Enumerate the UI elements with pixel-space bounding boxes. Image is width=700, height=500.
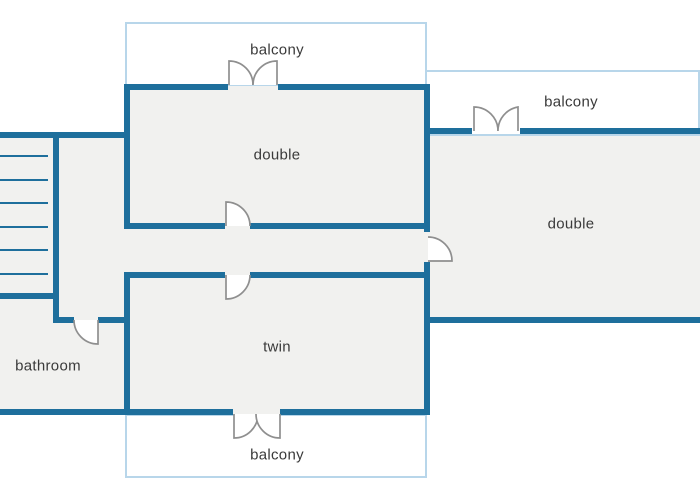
wall-twin-top-right xyxy=(250,272,424,278)
wall-south-east xyxy=(280,409,430,415)
wall-double-left xyxy=(124,84,130,229)
door-leaf-swing xyxy=(428,237,452,261)
door-leaf xyxy=(427,236,453,262)
wall-double2-bottom xyxy=(424,317,700,323)
wall-twin-left xyxy=(124,272,130,415)
wall-bathroom-jamb-left xyxy=(53,317,74,323)
wall-corridor-top xyxy=(0,132,130,138)
wall-south-west xyxy=(0,409,233,415)
door-leaf xyxy=(225,201,251,227)
door-bathroom xyxy=(73,319,99,345)
stair-tread xyxy=(0,179,48,181)
door-leaf-swing xyxy=(256,414,280,438)
wall-twin-top-left xyxy=(124,272,225,278)
floor-area-center-wing xyxy=(124,84,430,415)
door-leaf-swing xyxy=(474,107,498,131)
door-leaf-swing xyxy=(226,275,250,299)
wall-bathroom-jamb-right xyxy=(98,317,130,323)
door-double-right xyxy=(427,236,453,262)
wall-shared-east-upper xyxy=(424,84,430,232)
wall-double2-top-right xyxy=(520,128,700,134)
door-leaf-swing xyxy=(226,202,250,226)
stair-tread xyxy=(0,273,48,275)
stair-tread xyxy=(0,202,48,204)
door-leaf xyxy=(255,413,281,439)
door-leaf-swing xyxy=(253,61,277,85)
door-leaf xyxy=(73,319,99,345)
door-leaf xyxy=(252,60,278,86)
wall-double-top-right xyxy=(278,84,430,90)
door-double-top xyxy=(225,201,251,227)
door-leaf-swing xyxy=(229,61,253,85)
french-door-bottom xyxy=(233,413,281,439)
wall-double-bottom-right xyxy=(250,223,424,229)
stair-tread xyxy=(0,155,48,157)
stair-tread xyxy=(0,226,48,228)
wall-shared-east-lower xyxy=(424,262,430,415)
door-leaf xyxy=(497,105,519,132)
stair-tread xyxy=(0,249,48,251)
wall-double-bottom-left xyxy=(124,223,225,229)
staircase xyxy=(0,138,53,293)
floor-area-east-wing xyxy=(424,128,700,323)
door-leaf-swing xyxy=(74,320,98,344)
wall-stair-east xyxy=(53,132,59,322)
door-leaf-swing xyxy=(497,107,518,131)
wall-stair-bottom xyxy=(0,293,59,299)
door-leaf-swing xyxy=(234,414,258,438)
french-door-top xyxy=(228,60,278,86)
french-door-right xyxy=(473,105,519,132)
wall-double-top-left xyxy=(124,84,228,90)
wall-double2-top-left xyxy=(424,128,472,134)
door-leaf xyxy=(225,274,251,300)
door-twin xyxy=(225,274,251,300)
